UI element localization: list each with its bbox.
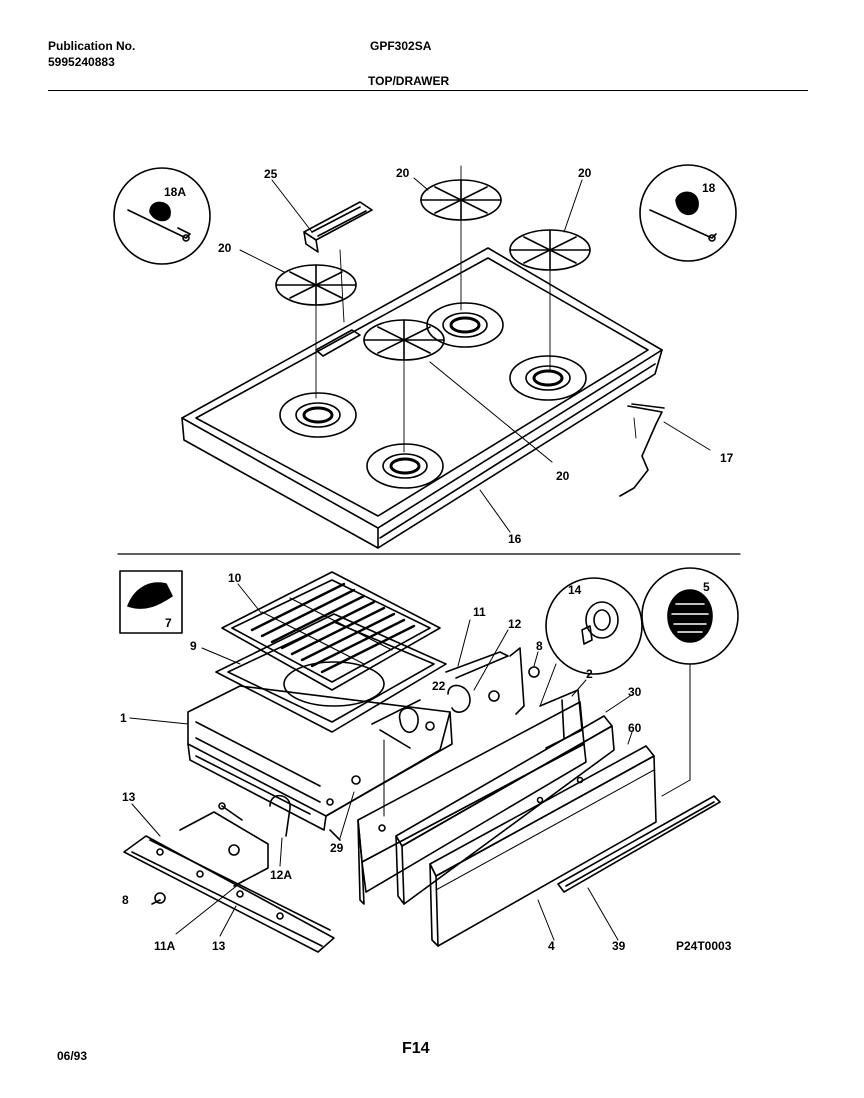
detail-box-7 bbox=[119, 570, 183, 634]
drawer-panel-30 bbox=[395, 715, 615, 905]
burner-grate-left bbox=[275, 264, 357, 399]
callout-1: 1 bbox=[120, 711, 127, 725]
callout-20-center: 20 bbox=[556, 469, 570, 483]
callout-25: 25 bbox=[264, 167, 278, 181]
callout-18: 18 bbox=[702, 181, 716, 195]
callout-12a: 12A bbox=[270, 868, 292, 882]
callout-18a: 18A bbox=[164, 185, 186, 199]
drawer-body-1 bbox=[187, 685, 453, 831]
broiler-pan-9 bbox=[215, 613, 447, 733]
cooktop-assembly bbox=[181, 247, 663, 549]
model-number: GPF302SA bbox=[370, 39, 432, 53]
callout-17: 17 bbox=[720, 451, 734, 465]
callout-39: 39 bbox=[612, 939, 626, 953]
section-title: TOP/DRAWER bbox=[368, 74, 450, 88]
callout-12: 12 bbox=[508, 617, 522, 631]
drawer-handle-39 bbox=[557, 795, 721, 893]
detail-circle-18 bbox=[639, 164, 737, 262]
callout-20-right: 20 bbox=[578, 166, 592, 180]
burner-grate-rear-left bbox=[420, 165, 502, 311]
footer-date: 06/93 bbox=[57, 1049, 88, 1063]
callout-8-upper: 8 bbox=[536, 639, 543, 653]
detail-circle-14 bbox=[545, 577, 643, 675]
callout-13-upper: 13 bbox=[122, 790, 136, 804]
broiler-grid-10 bbox=[221, 571, 441, 691]
burner-bowl-front-right bbox=[366, 443, 444, 489]
callout-22: 22 bbox=[432, 679, 446, 693]
callout-20-top: 20 bbox=[396, 166, 410, 180]
callout-8-lower: 8 bbox=[122, 893, 129, 907]
drawer-rail-parts bbox=[398, 647, 540, 734]
callout-4: 4 bbox=[548, 939, 555, 953]
callout-16: 16 bbox=[508, 532, 522, 546]
drawer-slide-rail bbox=[123, 739, 385, 953]
burner-grate-center bbox=[363, 319, 445, 453]
callout-10: 10 bbox=[228, 571, 242, 585]
callout-11: 11 bbox=[473, 605, 486, 619]
footer-page-number: F14 bbox=[402, 1040, 430, 1057]
callout-5: 5 bbox=[703, 580, 710, 594]
callout-9: 9 bbox=[190, 639, 197, 653]
callout-7: 7 bbox=[165, 616, 172, 630]
burner-bowl-rear-right bbox=[509, 355, 587, 401]
callout-29: 29 bbox=[330, 841, 344, 855]
bracket-17 bbox=[619, 403, 711, 497]
detail-circle-18a bbox=[113, 167, 211, 265]
drawer-front-4 bbox=[429, 745, 657, 947]
publication-number: 5995240883 bbox=[48, 55, 115, 69]
burner-bowl-front-left bbox=[279, 392, 357, 438]
callout-11a: 11A bbox=[154, 939, 176, 953]
callout-30: 30 bbox=[628, 685, 642, 699]
burner-bowl-rear-left bbox=[426, 302, 504, 348]
callout-2: 2 bbox=[586, 667, 593, 681]
vent-slot bbox=[315, 329, 361, 357]
publication-label: Publication No. bbox=[48, 39, 136, 53]
drawer-panel-inner bbox=[357, 701, 587, 905]
detail-circle-5 bbox=[641, 567, 739, 665]
callout-14: 14 bbox=[568, 583, 582, 597]
burner-grate-rear-right bbox=[509, 229, 591, 371]
callout-20-left: 20 bbox=[218, 241, 232, 255]
callout-60: 60 bbox=[628, 721, 642, 735]
vent-trim-part bbox=[303, 201, 373, 323]
header-rule bbox=[48, 90, 808, 91]
figure-code: P24T0003 bbox=[676, 939, 732, 953]
callout-13-lower: 13 bbox=[212, 939, 226, 953]
drawer-bracket-2 bbox=[539, 689, 583, 749]
